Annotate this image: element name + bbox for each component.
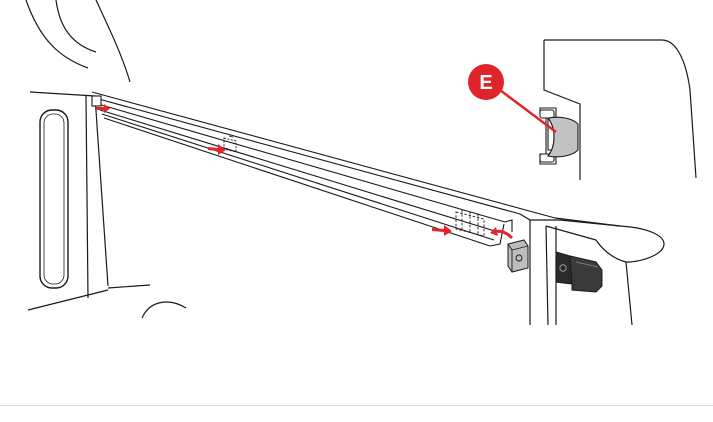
red-arrow-icon — [490, 227, 514, 240]
red-arrow-icon — [208, 144, 226, 155]
rail — [91, 91, 556, 247]
callout-leader-line — [499, 89, 557, 133]
rail-start-block — [91, 95, 102, 107]
rail-connector-right — [455, 210, 485, 237]
callout-label: E — [479, 72, 492, 94]
red-arrow-icon — [96, 104, 110, 113]
bottom-divider — [0, 405, 713, 406]
grey-clip — [507, 239, 529, 273]
black-knob — [555, 251, 603, 293]
callout-badge-icon: E — [468, 64, 504, 100]
cabinet-body — [25, 0, 187, 319]
red-arrow-icon — [432, 225, 452, 236]
handle-slot-inner — [43, 113, 65, 285]
rail-connector-middle — [223, 135, 237, 153]
handle-slot — [39, 109, 69, 289]
detail-inset — [543, 39, 697, 180]
bracket-profile — [539, 107, 579, 165]
